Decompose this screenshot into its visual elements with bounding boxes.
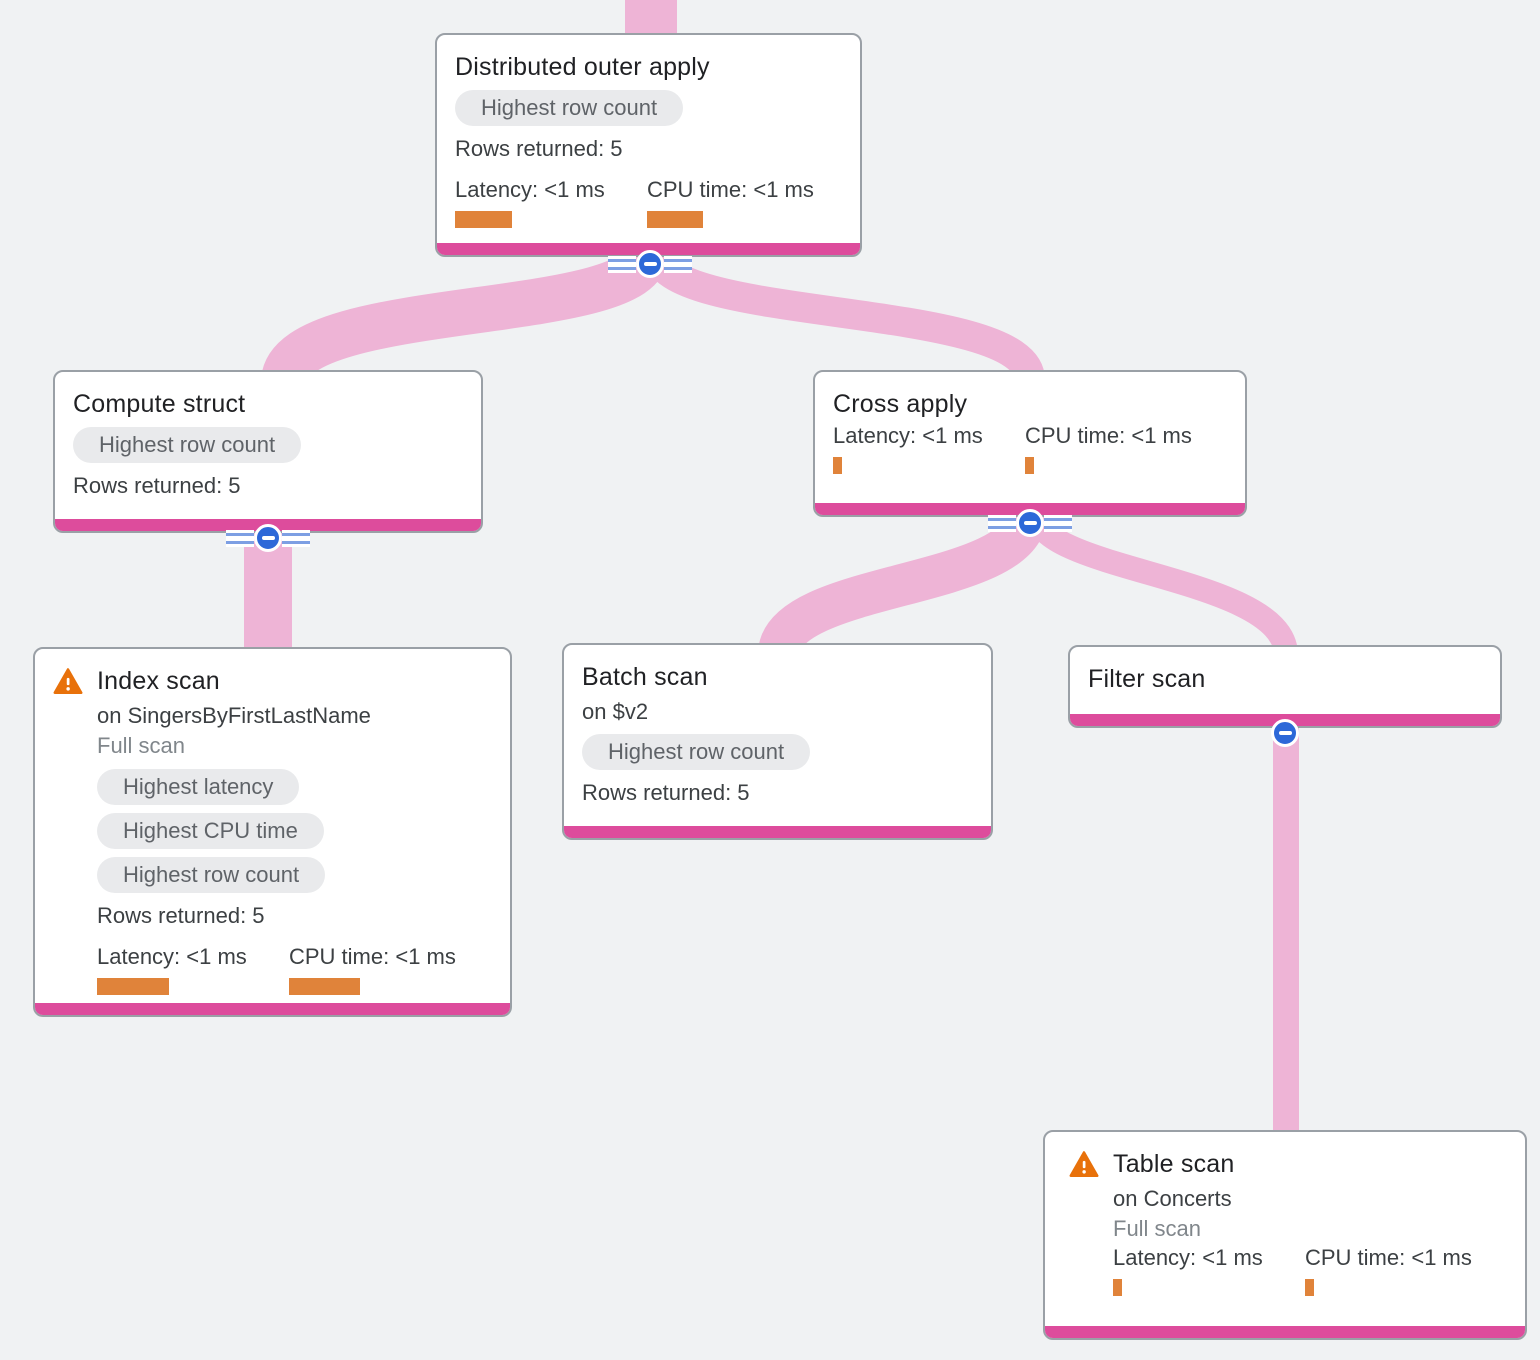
scan-type: Full scan (97, 733, 186, 758)
badge-highest-row-count: Highest row count (455, 90, 684, 126)
collapse-button-distributed-outer-apply[interactable] (608, 250, 692, 278)
badge-highest-cpu-time: Highest CPU time (97, 813, 324, 849)
collapse-button-filter-scan[interactable] (1271, 719, 1299, 747)
link-cross-apply-to-batch-scan (758, 510, 1047, 658)
node-cross-apply[interactable]: Cross apply Latency: <1 ms CPU time: <1 … (813, 370, 1247, 517)
scan-type: Full scan (1113, 1216, 1202, 1241)
cpu-time-label: CPU time: <1 ms (289, 944, 456, 969)
node-filter-scan[interactable]: Filter scan (1068, 645, 1502, 728)
node-title: Table scan (1113, 1150, 1235, 1178)
cpu-time-bar (647, 211, 703, 228)
badge-highest-row-count: Highest row count (97, 857, 326, 893)
link-stripe-icon (988, 514, 1016, 532)
cpu-time-bar (1305, 1279, 1314, 1296)
rows-returned: Rows returned: 5 (582, 780, 750, 805)
latency-bar (1113, 1279, 1122, 1296)
latency-bar (97, 978, 169, 995)
link-outer-apply-to-compute-struct (261, 247, 669, 387)
node-accent-bar (1045, 1326, 1525, 1338)
node-title: Index scan (97, 667, 220, 695)
link-cross-apply-to-filter-scan (1025, 511, 1298, 656)
warning-icon (1069, 1150, 1099, 1177)
node-accent-bar (35, 1003, 510, 1015)
node-title: Batch scan (582, 663, 708, 691)
latency-label: Latency: <1 ms (833, 423, 983, 448)
rows-returned: Rows returned: 5 (455, 136, 623, 161)
cpu-time-bar (289, 978, 360, 995)
collapse-button-compute-struct[interactable] (226, 524, 310, 552)
link-stripe-icon (608, 255, 636, 273)
minus-circle-icon (1271, 719, 1299, 747)
node-distributed-outer-apply[interactable]: Distributed outer apply Highest row coun… (435, 33, 862, 257)
warning-icon (53, 667, 83, 694)
node-accent-bar (564, 826, 991, 838)
rows-returned: Rows returned: 5 (97, 903, 265, 928)
badge-highest-latency: Highest latency (97, 769, 300, 805)
cpu-time-label: CPU time: <1 ms (1305, 1245, 1472, 1270)
cpu-time-bar (1025, 457, 1034, 474)
node-batch-scan[interactable]: Batch scan on $v2 Highest row count Rows… (562, 643, 993, 840)
node-title: Distributed outer apply (455, 53, 710, 81)
link-outer-apply-to-cross-apply (642, 248, 1045, 383)
rows-returned: Rows returned: 5 (73, 473, 241, 498)
minus-circle-icon (254, 524, 282, 552)
latency-label: Latency: <1 ms (97, 944, 247, 969)
scan-target: on SingersByFirstLastName (97, 703, 371, 728)
scan-target: on $v2 (582, 699, 649, 724)
node-accent-bar (437, 243, 860, 255)
collapse-button-cross-apply[interactable] (988, 509, 1072, 537)
node-title: Cross apply (833, 390, 968, 418)
scan-target: on Concerts (1113, 1186, 1232, 1211)
link-stripe-icon (226, 529, 254, 547)
node-table-scan[interactable]: Table scan on Concerts Full scan Latency… (1043, 1130, 1527, 1340)
badge-highest-row-count: Highest row count (73, 427, 302, 463)
link-stripe-icon (1044, 514, 1072, 532)
latency-label: Latency: <1 ms (1113, 1245, 1263, 1270)
latency-bar (833, 457, 842, 474)
cpu-time-label: CPU time: <1 ms (647, 177, 814, 202)
latency-bar (455, 211, 512, 228)
node-index-scan[interactable]: Index scan on SingersByFirstLastName Ful… (33, 647, 512, 1017)
badge-highest-row-count: Highest row count (582, 734, 811, 770)
latency-label: Latency: <1 ms (455, 177, 605, 202)
node-title: Compute struct (73, 390, 246, 418)
minus-circle-icon (1016, 509, 1044, 537)
node-compute-struct[interactable]: Compute struct Highest row count Rows re… (53, 370, 483, 533)
node-title: Filter scan (1088, 665, 1206, 693)
cpu-time-label: CPU time: <1 ms (1025, 423, 1192, 448)
link-stripe-icon (282, 529, 310, 547)
link-stripe-icon (664, 255, 692, 273)
minus-circle-icon (636, 250, 664, 278)
